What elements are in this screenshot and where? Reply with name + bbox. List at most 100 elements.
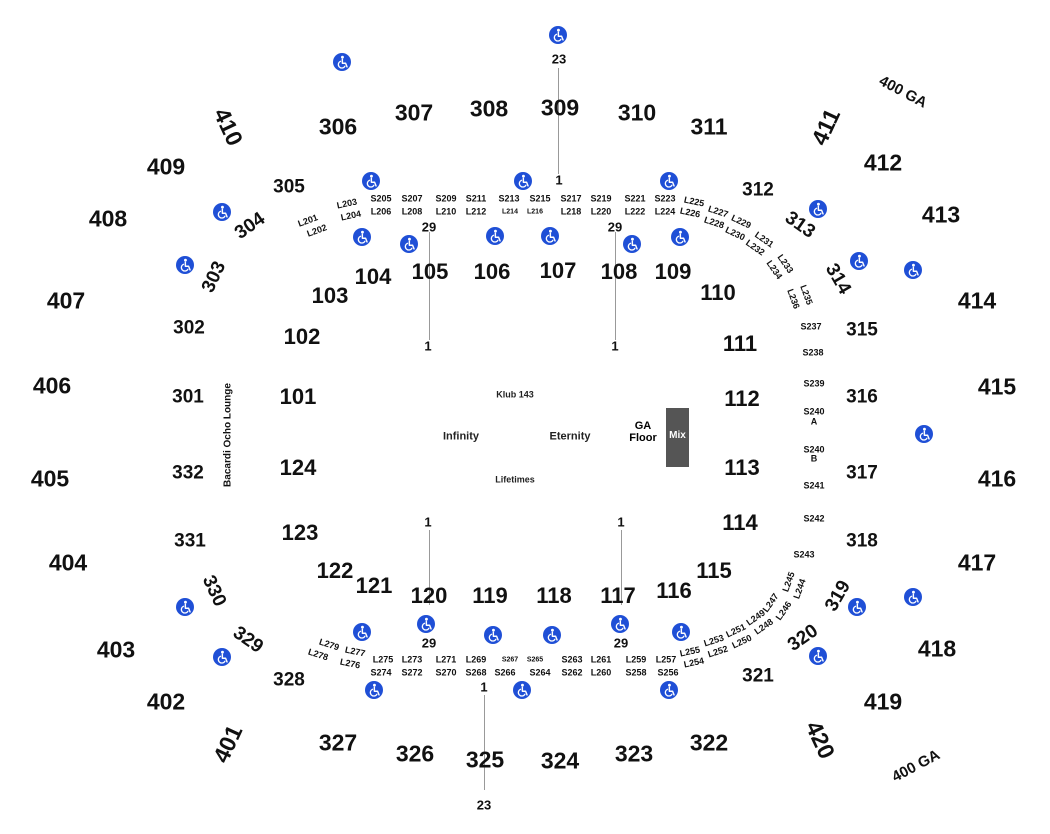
suite-L212[interactable]: L212: [465, 206, 487, 217]
section-106[interactable]: 106: [473, 259, 511, 284]
suite-S238[interactable]: S238: [802, 347, 824, 358]
suite-L277[interactable]: L277: [344, 644, 367, 659]
suite-S243[interactable]: S243: [793, 549, 815, 560]
section-122[interactable]: 122: [316, 558, 354, 583]
section-302[interactable]: 302: [173, 317, 205, 339]
section-329[interactable]: 329: [228, 622, 268, 658]
suite-S213[interactable]: S213: [498, 193, 520, 204]
suite-S223[interactable]: S223: [654, 193, 676, 204]
suite-S263[interactable]: S263: [561, 654, 583, 665]
section-415[interactable]: 415: [977, 373, 1017, 400]
section-102[interactable]: 102: [283, 324, 321, 349]
section-418[interactable]: 418: [917, 635, 957, 662]
section-110[interactable]: 110: [700, 280, 736, 305]
section-405[interactable]: 405: [30, 465, 70, 492]
section-332[interactable]: 332: [172, 462, 204, 484]
infinity-label[interactable]: Infinity: [442, 430, 480, 443]
section-111[interactable]: 111: [722, 331, 758, 356]
suite-L244[interactable]: L244: [791, 577, 808, 601]
ga-floor-label[interactable]: GA Floor: [629, 420, 657, 444]
suite-L269[interactable]: L269: [465, 654, 487, 665]
suite-S256[interactable]: S256: [657, 667, 679, 678]
suite-S272[interactable]: S272: [401, 667, 423, 678]
section-406[interactable]: 406: [32, 372, 72, 399]
section-312[interactable]: 312: [742, 179, 774, 201]
suite-L261[interactable]: L261: [590, 654, 612, 665]
section-112[interactable]: 112: [724, 386, 760, 411]
suite-L220[interactable]: L220: [590, 206, 612, 217]
suite-S264[interactable]: S264: [529, 667, 551, 678]
section-115[interactable]: 115: [696, 558, 732, 583]
section-119[interactable]: 119: [472, 583, 508, 608]
suite-L226[interactable]: L226: [679, 205, 702, 220]
section-103[interactable]: 103: [311, 283, 349, 308]
section-403[interactable]: 403: [96, 636, 136, 663]
suite-L218[interactable]: L218: [560, 206, 582, 217]
section-121[interactable]: 121: [355, 573, 393, 598]
section-317[interactable]: 317: [846, 462, 878, 484]
suite-L206[interactable]: L206: [370, 206, 392, 217]
suite-L260[interactable]: L260: [590, 667, 612, 678]
suite-S219[interactable]: S219: [590, 193, 612, 204]
section-304[interactable]: 304: [230, 208, 270, 244]
suite-S211[interactable]: S211: [465, 193, 487, 204]
suite-S240B[interactable]: S240: [803, 444, 825, 455]
section-410[interactable]: 410: [208, 103, 249, 150]
section-315[interactable]: 315: [846, 319, 878, 341]
suite-S237[interactable]: S237: [800, 321, 822, 332]
bacardi-ocho-lounge-label[interactable]: Bacardi Ocho Lounge: [222, 383, 234, 487]
section-331[interactable]: 331: [174, 530, 206, 552]
suite-S239[interactable]: S239: [803, 378, 825, 389]
suite-S258[interactable]: S258: [625, 667, 647, 678]
suite-L257[interactable]: L257: [655, 654, 677, 665]
suite-L259[interactable]: L259: [625, 654, 647, 665]
section-327[interactable]: 327: [318, 729, 358, 756]
suite-L224[interactable]: L224: [654, 206, 676, 217]
section-305[interactable]: 305: [273, 176, 305, 198]
section-113[interactable]: 113: [724, 455, 760, 480]
section-306[interactable]: 306: [318, 113, 358, 140]
suite-S207[interactable]: S207: [401, 193, 423, 204]
mix-block[interactable]: [666, 408, 689, 467]
suite-S270[interactable]: S270: [435, 667, 457, 678]
section-325[interactable]: 325: [465, 746, 505, 773]
suite-L216[interactable]: L216: [527, 208, 543, 216]
section-401[interactable]: 401: [207, 720, 248, 767]
section-316[interactable]: 316: [846, 386, 878, 408]
suite-S265[interactable]: S265: [526, 656, 544, 664]
section-330[interactable]: 330: [197, 572, 231, 610]
section-301[interactable]: 301: [172, 386, 204, 408]
suite-S268[interactable]: S268: [465, 667, 487, 678]
klub-143-label[interactable]: Klub 143: [496, 389, 534, 400]
suite-S267[interactable]: S267: [501, 656, 519, 664]
section-328[interactable]: 328: [273, 669, 305, 691]
suite-L275[interactable]: L275: [372, 654, 394, 665]
suite-L202[interactable]: L202: [305, 222, 329, 239]
section-307[interactable]: 307: [394, 99, 434, 126]
suite-S262[interactable]: S262: [561, 667, 583, 678]
suite-L278[interactable]: L278: [306, 646, 330, 663]
section-310[interactable]: 310: [617, 99, 657, 126]
suite-S205[interactable]: S205: [370, 193, 392, 204]
section-108[interactable]: 108: [600, 259, 638, 284]
section-311[interactable]: 311: [690, 113, 728, 140]
section-117[interactable]: 117: [600, 583, 636, 608]
eternity-label[interactable]: Eternity: [549, 430, 591, 443]
section-409[interactable]: 409: [146, 153, 186, 180]
suite-L222[interactable]: L222: [624, 206, 646, 217]
section-303[interactable]: 303: [197, 258, 231, 296]
suite-L246[interactable]: L246: [773, 599, 794, 622]
section-120[interactable]: 120: [410, 583, 448, 608]
section-116[interactable]: 116: [656, 578, 692, 603]
suite-L273[interactable]: L273: [401, 654, 423, 665]
suite-L204[interactable]: L204: [339, 208, 362, 223]
suite-L214[interactable]: L214: [502, 208, 518, 216]
section-414[interactable]: 414: [957, 287, 997, 314]
ga-400-bottom[interactable]: 400 GA: [889, 746, 943, 786]
section-404[interactable]: 404: [48, 549, 88, 576]
section-324[interactable]: 324: [540, 747, 580, 774]
section-118[interactable]: 118: [536, 583, 572, 608]
suite-S217[interactable]: S217: [560, 193, 582, 204]
ga-400-top[interactable]: 400 GA: [876, 72, 930, 112]
suite-L210[interactable]: L210: [435, 206, 457, 217]
